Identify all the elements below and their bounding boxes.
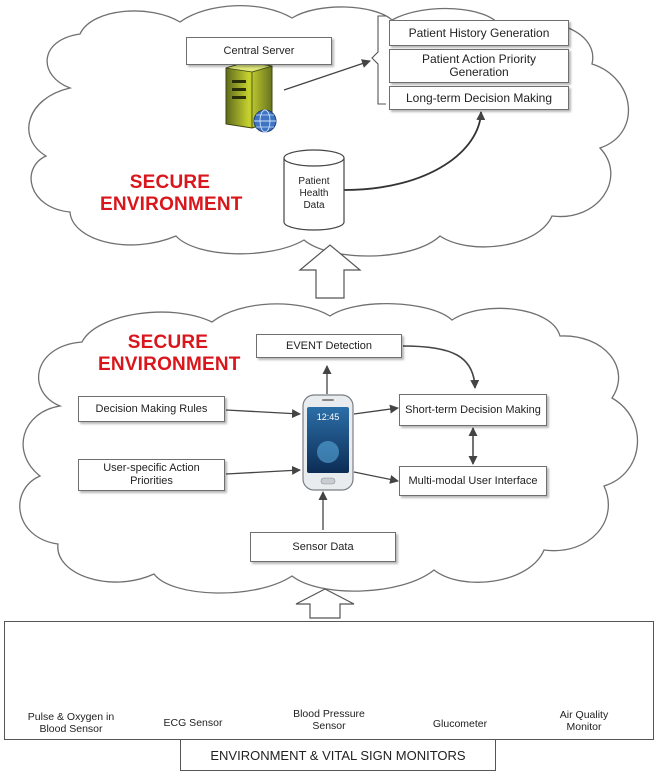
up-arrow-bottom (295, 588, 355, 619)
longterm-decision-label: Long-term Decision Making (405, 90, 553, 105)
event-to-shortterm-arrow (402, 345, 480, 389)
monitors-title: ENVIRONMENT & VITAL SIGN MONITORS (180, 739, 496, 771)
rules-to-phone-arrow (225, 409, 301, 419)
server-icon (225, 61, 277, 133)
sensor-data-label: Sensor Data (292, 540, 354, 553)
central-server-label: Central Server (223, 44, 295, 57)
patient-health-data-label: Patient Health Data (298, 176, 330, 211)
shortterm-decision-box: Short-term Decision Making (399, 394, 547, 426)
action-priority-box: Patient Action Priority Generation (389, 49, 569, 83)
up-arrow-top (298, 244, 362, 299)
monitor-label-pulse: Pulse & Oxygen in Blood Sensor (27, 711, 115, 735)
monitor-label-glucometer: Glucometer (432, 718, 488, 730)
priorities-to-phone-arrow (225, 465, 301, 475)
server-to-outputs-arrow (283, 59, 371, 91)
monitors-title-label: ENVIRONMENT & VITAL SIGN MONITORS (210, 747, 466, 763)
secure-environment-top: SECURE ENVIRONMENT (100, 172, 243, 215)
sensor-data-box: Sensor Data (250, 532, 396, 562)
monitor-label-ecg: ECG Sensor (163, 717, 223, 729)
shortterm-decision-label: Short-term Decision Making (405, 403, 541, 416)
decision-rules-label: Decision Making Rules (95, 402, 208, 415)
user-priorities-box: User-specific Action Priorities (78, 459, 225, 491)
svg-text:12:45: 12:45 (317, 412, 340, 422)
phone-to-shortterm-arrow (353, 404, 399, 415)
patient-data-cylinder (283, 149, 345, 231)
longterm-decision-box: Long-term Decision Making (389, 86, 569, 110)
monitors-panel (4, 621, 654, 740)
output-brace (371, 15, 386, 105)
phone-to-multimodal-arrow (353, 471, 399, 484)
data-to-longterm-arrow (343, 111, 486, 191)
patient-history-box: Patient History Generation (389, 20, 569, 46)
user-priorities-label: User-specific Action Priorities (103, 462, 200, 487)
action-priority-label: Patient Action Priority Generation (421, 52, 537, 79)
multimodal-interface-label: Multi-modal User Interface (408, 474, 538, 487)
event-detection-box: EVENT Detection (256, 334, 402, 358)
decision-rules-box: Decision Making Rules (78, 396, 225, 422)
smartphone-icon: 12:45 (302, 394, 354, 491)
monitor-label-bp: Blood Pressure Sensor (293, 708, 365, 732)
central-server-box: Central Server (186, 37, 332, 65)
secure-environment-mid: SECURE ENVIRONMENT (98, 332, 241, 375)
monitor-label-air: Air Quality Monitor (559, 709, 609, 733)
multimodal-interface-box: Multi-modal User Interface (399, 466, 547, 496)
event-detection-label: EVENT Detection (285, 339, 372, 352)
patient-history-label: Patient History Generation (408, 25, 550, 40)
